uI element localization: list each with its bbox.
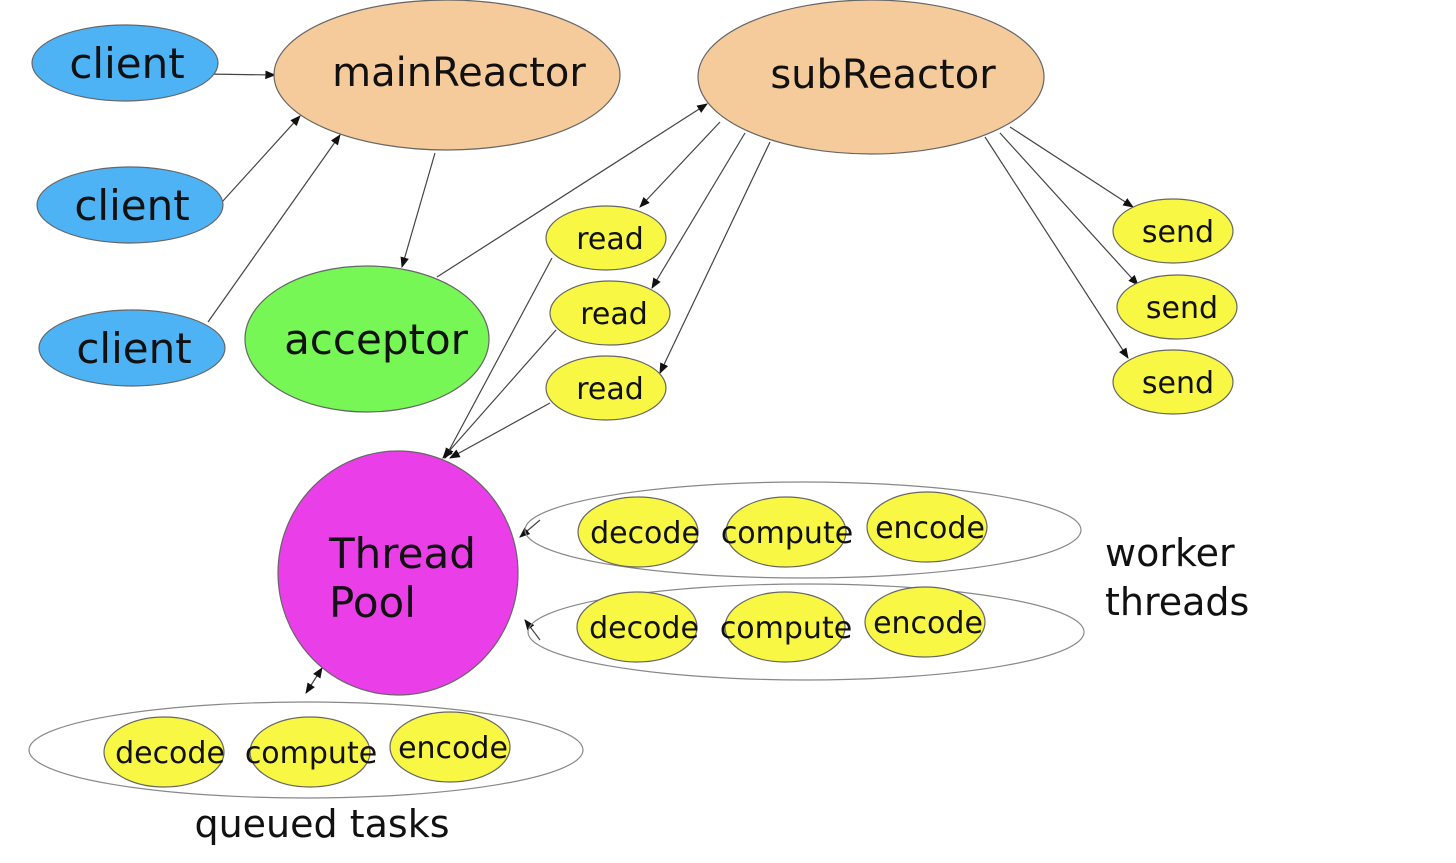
- svg-text:read: read: [576, 372, 644, 407]
- svg-text:decode: decode: [589, 611, 699, 646]
- send-node: send: [1116, 274, 1238, 340]
- svg-text:decode: decode: [115, 736, 225, 771]
- edge-acceptor-sub: [436, 103, 708, 278]
- svg-text:acceptor: acceptor: [284, 315, 469, 364]
- svg-text:Thread: Thread: [328, 529, 476, 578]
- edge-sub-read2: [651, 132, 746, 289]
- svg-text:Pool: Pool: [329, 578, 416, 627]
- read-node: read: [549, 280, 671, 346]
- svg-text:send: send: [1146, 291, 1218, 326]
- edge-sub-send2: [999, 132, 1139, 286]
- edge-sub-read3: [659, 141, 771, 374]
- worker-thread-group: decode compute encode: [524, 481, 1082, 579]
- edge-sub-send3: [984, 136, 1129, 359]
- edge-sub-read1: [639, 121, 721, 208]
- edge-read2-pool: [442, 329, 557, 459]
- svg-text:encode: encode: [873, 606, 983, 641]
- svg-text:read: read: [580, 297, 648, 332]
- acceptor-node: acceptor: [244, 265, 490, 413]
- svg-text:client: client: [76, 324, 191, 373]
- queued-task-group: decode compute encode: [28, 701, 584, 799]
- svg-text:compute: compute: [720, 611, 852, 646]
- svg-text:send: send: [1142, 215, 1214, 250]
- edge-read1-pool: [444, 257, 553, 459]
- worker-thread-group: decode compute encode: [527, 583, 1085, 681]
- thread-pool-node: Thread Pool: [277, 450, 519, 696]
- svg-text:client: client: [69, 39, 184, 88]
- main-reactor-node: mainReactor: [273, 0, 621, 151]
- svg-text:encode: encode: [875, 511, 985, 546]
- svg-text:subReactor: subReactor: [770, 52, 996, 98]
- queued-tasks-label: queued tasks: [194, 802, 449, 846]
- read-node: read: [545, 205, 667, 271]
- svg-text:decode: decode: [590, 516, 700, 551]
- svg-text:compute: compute: [721, 516, 853, 551]
- client-node: client: [38, 309, 226, 387]
- svg-text:client: client: [74, 181, 189, 230]
- edge-worker2-pool: [524, 619, 541, 641]
- worker-threads-label: threads: [1105, 580, 1249, 624]
- read-node: read: [545, 355, 667, 421]
- edges: [204, 70, 1139, 694]
- send-node: send: [1112, 349, 1234, 415]
- svg-text:compute: compute: [245, 736, 377, 771]
- svg-text:read: read: [576, 222, 644, 257]
- sub-reactor-node: subReactor: [697, 0, 1045, 155]
- edge-main-acceptor: [400, 152, 436, 269]
- edge-client2-main: [221, 115, 301, 203]
- edge-worker1-pool: [519, 519, 541, 538]
- client-node: client: [31, 24, 219, 102]
- svg-text:send: send: [1142, 366, 1214, 401]
- svg-text:encode: encode: [398, 731, 508, 766]
- edge-queue-pool: [305, 667, 323, 694]
- edge-read3-pool: [449, 402, 551, 459]
- client-node: client: [36, 166, 224, 244]
- send-node: send: [1112, 198, 1234, 264]
- edge-sub-send1: [1009, 126, 1134, 208]
- worker-threads-label: worker: [1105, 531, 1235, 575]
- svg-text:mainReactor: mainReactor: [332, 50, 586, 96]
- edge-client3-main: [207, 134, 341, 323]
- edge-client1-main: [204, 70, 277, 80]
